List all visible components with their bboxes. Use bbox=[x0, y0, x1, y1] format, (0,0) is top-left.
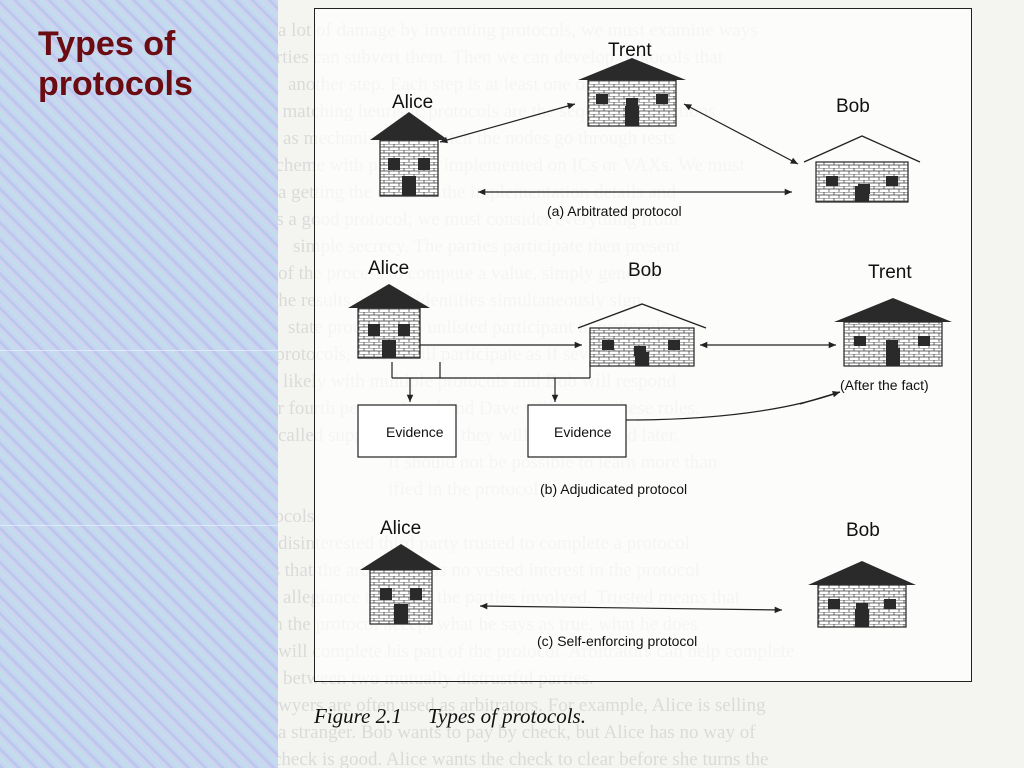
panel-caption-b: (b) Adjudicated protocol bbox=[540, 481, 687, 497]
arrowhead bbox=[774, 606, 782, 614]
arrowhead bbox=[784, 188, 792, 196]
slide-title: Types of protocols bbox=[38, 25, 193, 103]
figure-number: Figure 2.1 bbox=[314, 704, 402, 728]
arrowhead bbox=[684, 104, 692, 111]
evidence-box bbox=[527, 404, 627, 458]
background-text-line: rocols bbox=[278, 506, 315, 527]
arrowhead bbox=[828, 341, 836, 349]
arrowhead bbox=[551, 394, 559, 402]
figure-title: Types of protocols. bbox=[427, 704, 586, 728]
after-the-fact-label: (After the fact) bbox=[840, 377, 929, 393]
house-bob-c bbox=[808, 561, 916, 628]
tile-seam bbox=[0, 350, 278, 351]
arrowhead bbox=[406, 394, 414, 402]
connector-line bbox=[439, 103, 576, 143]
background-text-line: Lawyers are often used as arbitrators. F… bbox=[278, 695, 766, 716]
arrowhead bbox=[832, 390, 840, 398]
evidence-label-2: Evidence bbox=[554, 424, 612, 440]
house-bob-b bbox=[577, 303, 707, 367]
arrowhead bbox=[567, 102, 575, 110]
slide-sidebar: Types of protocols bbox=[0, 0, 279, 768]
house-alice-a bbox=[370, 112, 448, 197]
connector-line bbox=[479, 605, 783, 611]
house-trent-b bbox=[834, 298, 952, 367]
house-alice-c bbox=[360, 544, 442, 625]
evidence-label-1: Evidence bbox=[386, 424, 444, 440]
panel-caption-c: (c) Self-enforcing protocol bbox=[537, 633, 697, 649]
arrowhead bbox=[478, 188, 486, 196]
party-label-trent-b: Trent bbox=[868, 262, 912, 283]
party-label-bob-a: Bob bbox=[836, 96, 870, 117]
party-label-trent-a: Trent bbox=[608, 40, 652, 61]
arrowhead bbox=[700, 341, 708, 349]
connector-line bbox=[625, 391, 841, 421]
panel-caption-a: (a) Arbitrated protocol bbox=[547, 203, 682, 219]
arrowhead bbox=[574, 341, 582, 349]
party-label-alice-a: Alice bbox=[392, 92, 433, 113]
tile-seam bbox=[0, 525, 278, 526]
arrowhead bbox=[480, 602, 488, 610]
arrowhead bbox=[440, 136, 448, 144]
figure-caption: Figure 2.1 Types of protocols. bbox=[314, 704, 612, 729]
background-text-line: a stranger. Bob wants to pay by check, b… bbox=[278, 722, 756, 743]
party-label-bob-b: Bob bbox=[628, 260, 662, 281]
house-alice-b bbox=[348, 284, 430, 359]
evidence-box bbox=[357, 404, 457, 458]
connector-line bbox=[683, 103, 799, 165]
party-label-bob-c: Bob bbox=[846, 520, 880, 541]
party-label-alice-c: Alice bbox=[380, 518, 421, 539]
house-bob-a bbox=[803, 135, 921, 203]
house-trent-a bbox=[578, 58, 686, 127]
background-text-line: check is good. Alice wants the check to … bbox=[278, 749, 769, 768]
party-label-alice-b: Alice bbox=[368, 258, 409, 279]
arrowhead bbox=[790, 157, 798, 164]
